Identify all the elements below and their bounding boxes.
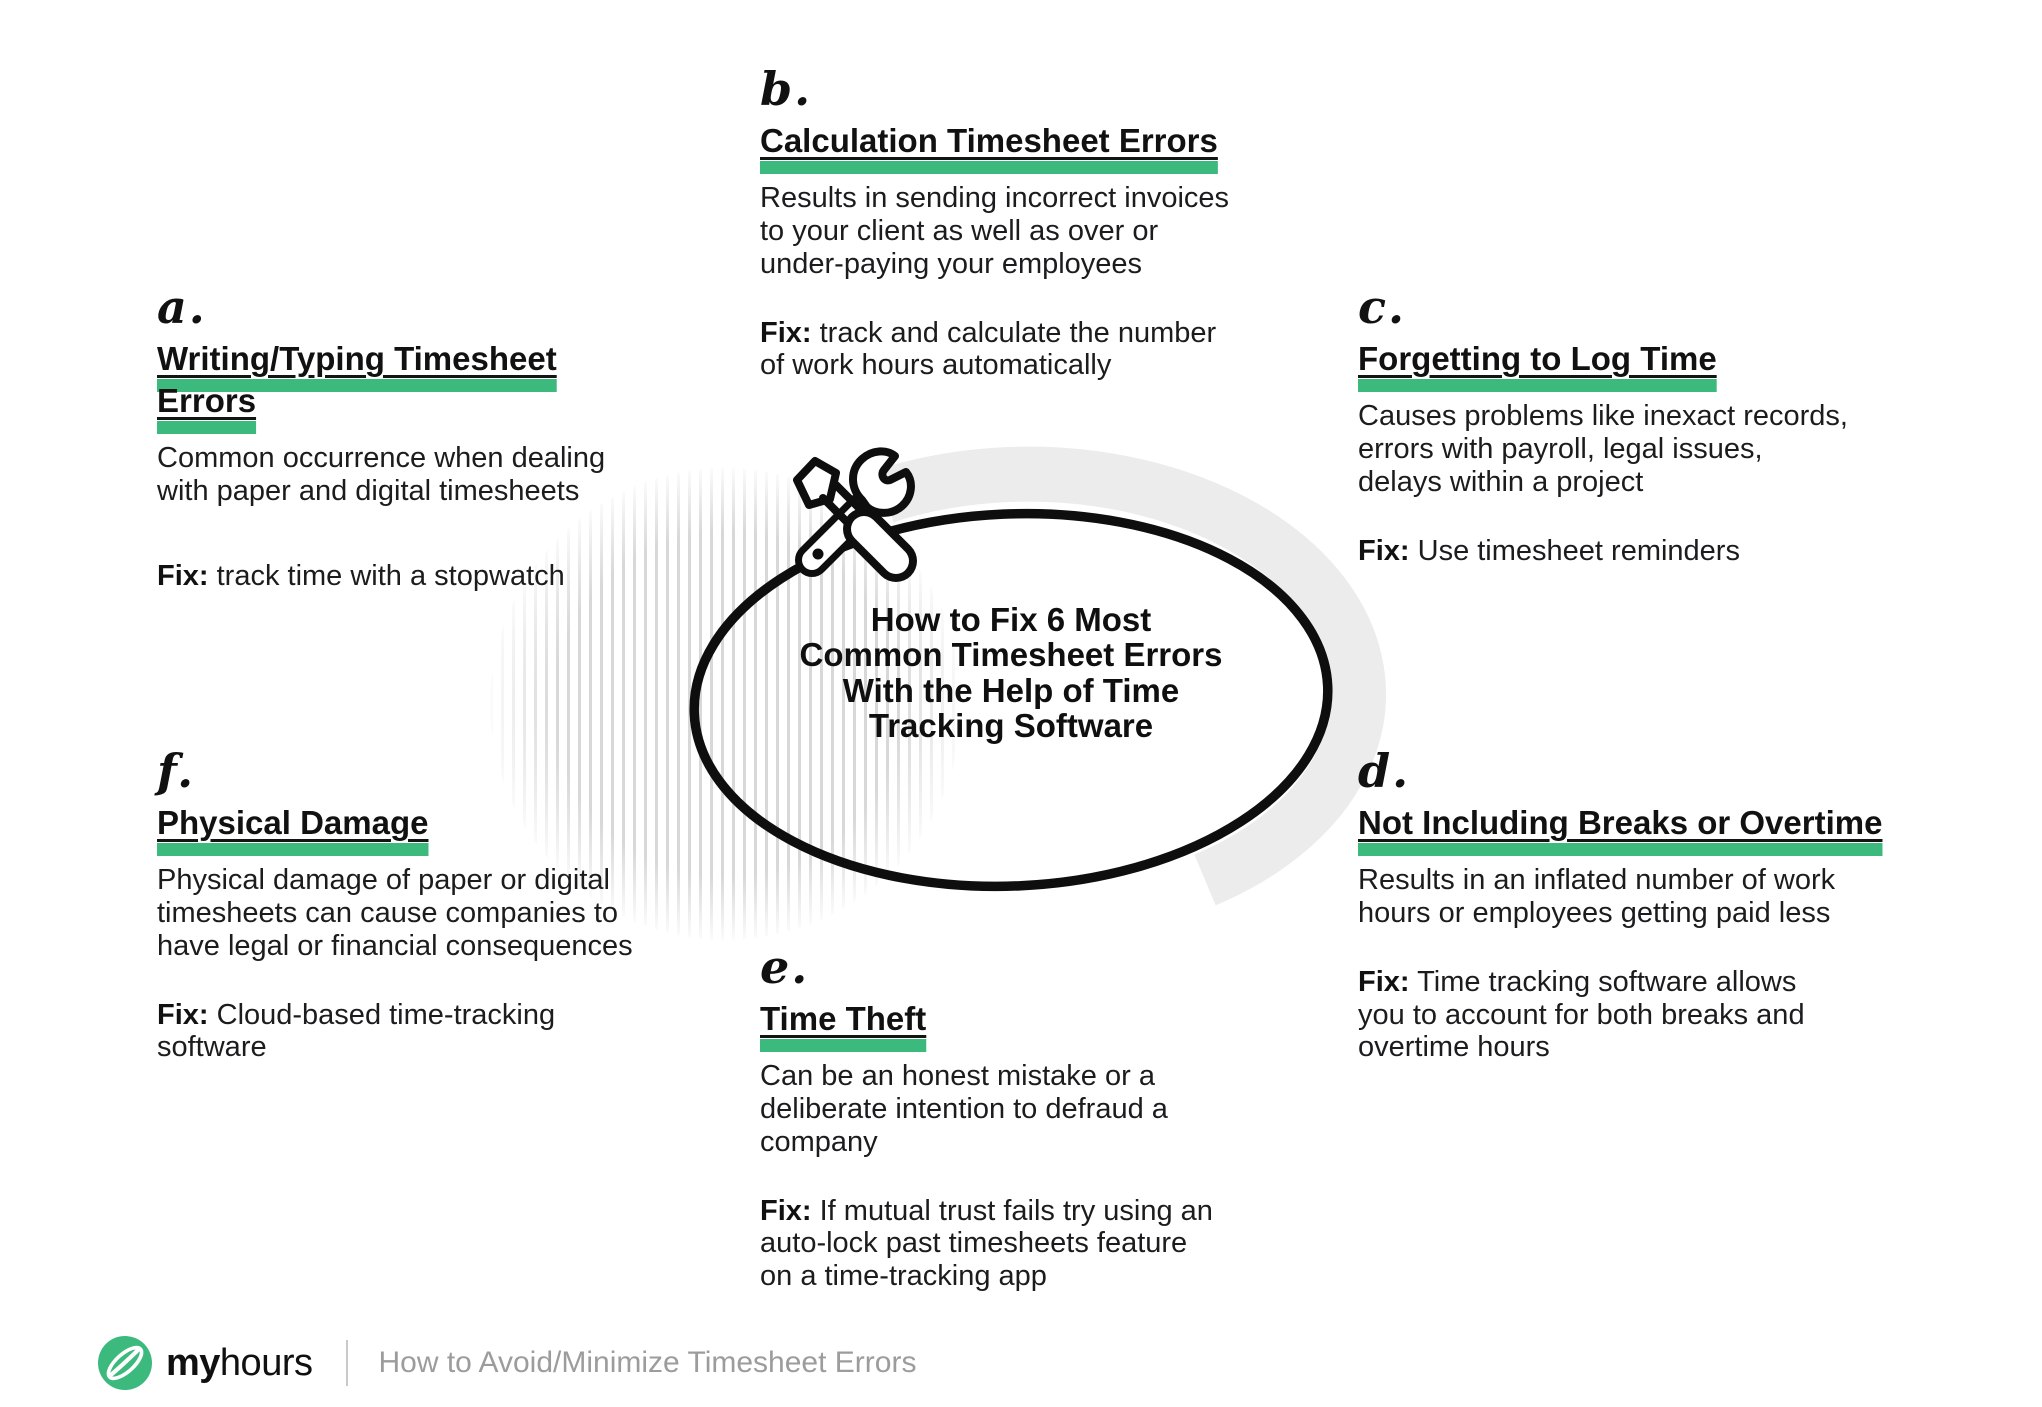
fix-label: Fix: <box>760 1194 812 1227</box>
section-heading: Time Theft <box>760 1000 927 1037</box>
section-time-theft: e. Time Theft Can be an honest mistake o… <box>760 944 1305 1293</box>
section-heading: Forgetting to Log Time <box>1358 340 1717 377</box>
brand-wordmark: myhours <box>166 1341 313 1385</box>
section-fix: Fix: track and calculate the number of w… <box>760 317 1305 383</box>
section-letter: a. <box>157 280 207 334</box>
section-description: Causes problems like inexact records, er… <box>1358 400 1848 498</box>
fix-text: Use timesheet reminders <box>1417 534 1740 567</box>
section-calculation-errors: b. Calculation Timesheet Errors Results … <box>760 66 1305 382</box>
tools-icon <box>793 447 917 582</box>
section-description: Can be an honest mistake or a deliberate… <box>760 1060 1168 1158</box>
fix-label: Fix: <box>1358 965 1410 998</box>
brand-hours: hours <box>219 1341 313 1384</box>
section-forgetting-to-log: c. Forgetting to Log Time Causes problem… <box>1358 284 1933 567</box>
brand-my: my <box>166 1341 220 1384</box>
section-fix: Fix: If mutual trust fails try using an … <box>760 1195 1305 1293</box>
section-fix: Fix: Cloud-based time-tracking software <box>157 999 697 1065</box>
gray-arc-decoration <box>876 446 1386 906</box>
section-description: Results in an inflated number of work ho… <box>1358 864 1836 929</box>
section-breaks-overtime: d. Not Including Breaks or Overtime Resu… <box>1358 748 1933 1064</box>
fix-text: track and calculate the number of work h… <box>760 316 1217 382</box>
myhours-logo-icon <box>98 1336 152 1390</box>
section-fix: Fix: track time with a stopwatch <box>157 560 657 593</box>
fix-text: If mutual trust fails try using an auto-… <box>760 1194 1213 1293</box>
fix-label: Fix: <box>157 998 209 1031</box>
fix-text: Cloud-based time-tracking software <box>157 998 556 1064</box>
section-description: Physical damage of paper or digital time… <box>157 864 633 962</box>
center-oval-art <box>689 446 1386 906</box>
section-writing-typing-errors: a. Writing/Typing Timesheet Errors Commo… <box>157 284 657 593</box>
center-oval <box>689 508 1333 892</box>
section-heading: Calculation Timesheet Errors <box>760 122 1218 159</box>
footer-divider <box>346 1340 349 1386</box>
section-heading: Not Including Breaks or Overtime <box>1358 804 1883 841</box>
footer: myhours How to Avoid/Minimize Timesheet … <box>98 1332 916 1394</box>
section-description: Results in sending incorrect invoices to… <box>760 182 1230 280</box>
section-description: Common occurrence when dealing with pape… <box>157 442 606 508</box>
section-letter: c. <box>1358 280 1407 334</box>
section-letter: b. <box>760 62 813 116</box>
section-letter: e. <box>760 940 810 994</box>
fix-label: Fix: <box>157 560 209 592</box>
footer-caption: How to Avoid/Minimize Timesheet Errors <box>378 1346 917 1379</box>
section-fix: Fix: Use timesheet reminders <box>1358 535 1933 568</box>
fix-label: Fix: <box>760 316 812 349</box>
infographic-title: How to Fix 6 Most Common Timesheet Error… <box>799 601 1223 744</box>
fix-text: Time tracking software allows you to acc… <box>1358 965 1805 1064</box>
section-heading: Writing/Typing Timesheet Errors <box>157 340 557 420</box>
section-letter: f. <box>157 744 196 798</box>
fix-label: Fix: <box>1358 534 1410 567</box>
section-physical-damage: f. Physical Damage Physical damage of pa… <box>157 748 697 1064</box>
fix-text: track time with a stopwatch <box>216 560 565 592</box>
section-letter: d. <box>1358 744 1411 798</box>
section-heading: Physical Damage <box>157 804 429 841</box>
section-fix: Fix: Time tracking software allows you t… <box>1358 966 1933 1064</box>
